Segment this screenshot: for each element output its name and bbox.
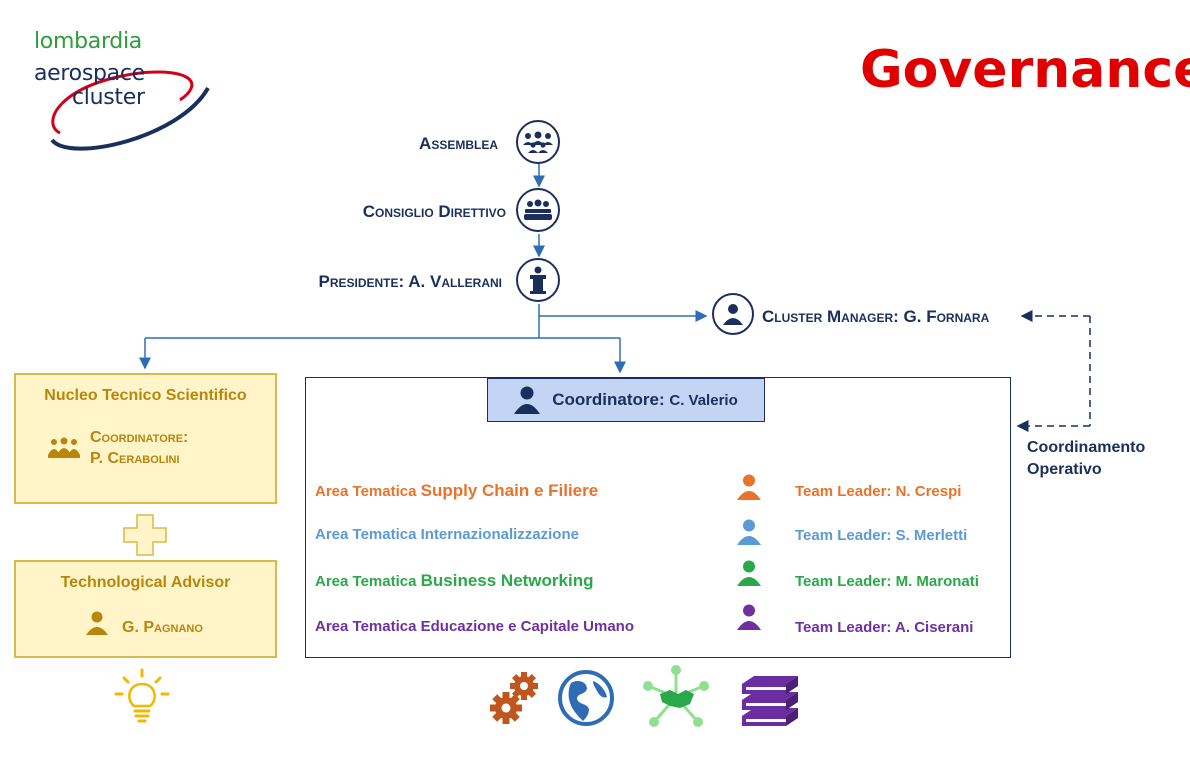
coordinator-person-icon bbox=[514, 386, 541, 414]
assemblea-label: Assemblea bbox=[419, 134, 498, 153]
advisor-title: Technological Advisor bbox=[60, 574, 231, 591]
logo-line2: aerospace bbox=[34, 61, 145, 86]
podium-icon bbox=[516, 258, 560, 302]
area-prefix: Area Tematica bbox=[315, 618, 421, 635]
coordinamento-operativo-label: Coordinamento Operativo bbox=[1027, 437, 1145, 481]
area-name: Internazionalizzazione bbox=[420, 526, 579, 543]
advisor-person-icon bbox=[86, 611, 108, 640]
books-icon bbox=[742, 676, 798, 726]
area-row-educazione: Area Tematica Educazione e Capitale Uman… bbox=[315, 618, 634, 635]
coordinatore-box: Coordinatore: C. Valerio bbox=[487, 378, 765, 422]
team-leader-icon-purple bbox=[737, 604, 761, 630]
nucleo-title: Nucleo Tecnico Scientifico bbox=[44, 387, 247, 404]
nucleo-box: Nucleo Tecnico Scientifico Coordinatore:… bbox=[14, 373, 277, 504]
consiglio-label: Consiglio Direttivo bbox=[362, 202, 506, 221]
team-leader-icon-orange bbox=[737, 474, 761, 500]
page-title: Governance bbox=[860, 40, 1190, 100]
area-prefix: Area Tematica bbox=[315, 573, 421, 590]
area-name: Business Networking bbox=[420, 571, 594, 590]
nucleo-coord-name: P. Cerabolini bbox=[90, 450, 180, 467]
team-leader-maronati: Team Leader: M. Maronati bbox=[795, 573, 979, 590]
advisor-name: G. Pagnano bbox=[122, 619, 203, 636]
council-icon bbox=[516, 188, 560, 232]
area-prefix: Area Tematica bbox=[315, 526, 421, 543]
assembly-icon bbox=[516, 120, 560, 164]
team-leader-ciserani: Team Leader: A. Ciserani bbox=[795, 619, 974, 636]
logo-line3: cluster bbox=[72, 85, 145, 110]
team-leader-merletti: Team Leader: S. Merletti bbox=[795, 527, 968, 544]
coord-op-line1: Coordinamento bbox=[1027, 439, 1146, 456]
presidente-label: Presidente: A. Vallerani bbox=[318, 272, 503, 291]
cluster-logo: lombardia aerospace cluster bbox=[30, 28, 220, 158]
area-prefix: Area Tematica bbox=[315, 483, 421, 500]
team-leader-icon-green bbox=[737, 560, 761, 586]
group-icon bbox=[48, 437, 80, 464]
gears-icon bbox=[490, 672, 538, 724]
areas-box bbox=[305, 377, 1011, 658]
coord-op-line2: Operativo bbox=[1027, 461, 1102, 478]
area-row-business-networking: Area Tematica Business Networking bbox=[315, 571, 593, 591]
logo-swoosh-icon bbox=[50, 70, 210, 151]
logo-line1: lombardia bbox=[34, 29, 142, 54]
area-row-supply-chain: Area Tematica Supply Chain e Filiere bbox=[315, 481, 598, 501]
team-leader-icon-blue bbox=[737, 519, 761, 545]
coordinatore-label: Coordinatore: bbox=[552, 390, 665, 409]
area-name: Educazione e Capitale Umano bbox=[420, 618, 634, 635]
cluster-manager-label: Cluster Manager: G. Fornara bbox=[762, 307, 990, 326]
advisor-box: Technological Advisor G. Pagnano bbox=[14, 560, 277, 658]
coordinatore-name: C. Valerio bbox=[669, 392, 738, 409]
team-leader-crespi: Team Leader: N. Crespi bbox=[795, 483, 962, 500]
area-name: Supply Chain e Filiere bbox=[420, 481, 599, 500]
nucleo-coord-label: Coordinatore: bbox=[90, 429, 189, 446]
lightbulb-icon bbox=[114, 668, 170, 723]
manager-person-icon bbox=[712, 293, 754, 335]
globe-icon bbox=[558, 670, 614, 726]
handshake-network-icon bbox=[643, 665, 709, 727]
plus-icon bbox=[123, 514, 167, 556]
area-row-internazionalizzazione: Area Tematica Internazionalizzazione bbox=[315, 526, 579, 543]
